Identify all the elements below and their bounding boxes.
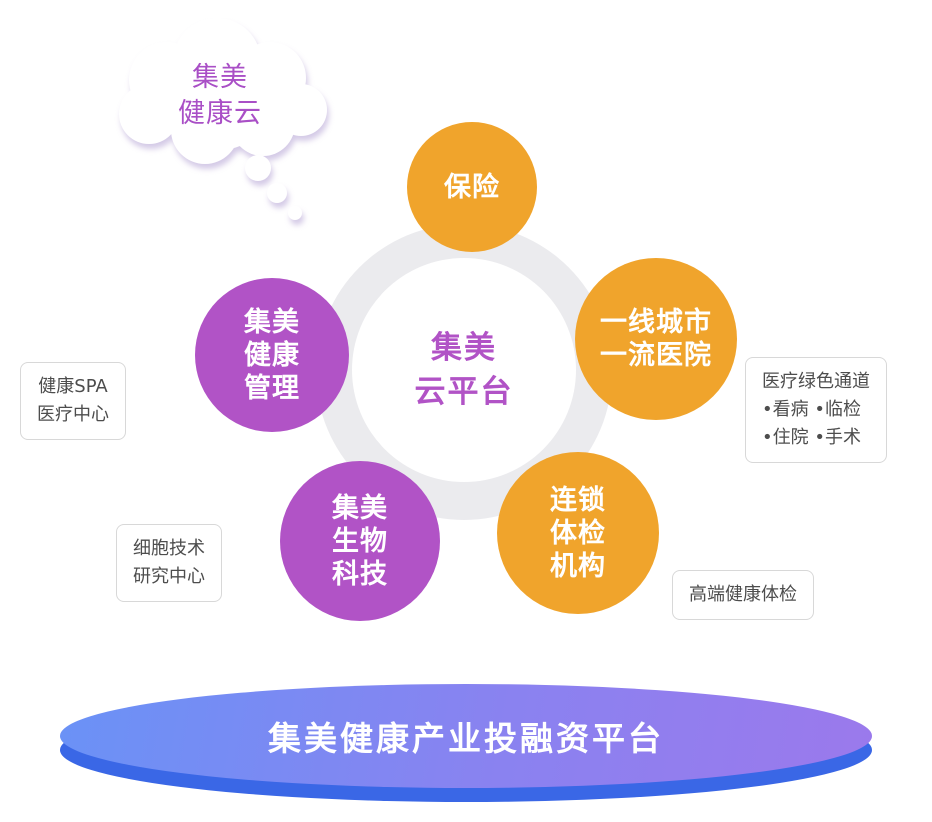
node-label-line: 健康 xyxy=(244,339,300,371)
hub-label-line: 云平台 xyxy=(414,374,514,410)
node-label-line: 体检 xyxy=(550,517,606,549)
node-label-line: 生物 xyxy=(332,525,388,557)
cloud-shape xyxy=(119,18,327,220)
cloud-puffs xyxy=(119,18,327,164)
hub-circle: 集美 云平台 xyxy=(352,258,576,482)
platform-banner: 集美健康产业投融资平台 xyxy=(60,684,872,804)
node-health-management-label: 集美 健康 管理 xyxy=(244,306,300,405)
node-label-line: 机构 xyxy=(550,550,606,582)
cloud-label: 集美 健康云 xyxy=(105,60,335,132)
callout-cell-research: 细胞技术 研究中心 xyxy=(116,524,222,602)
callout-spa-center: 健康SPA 医疗中心 xyxy=(20,362,126,440)
callout-line: 医疗中心 xyxy=(37,404,109,425)
cloud-trail-bubbles xyxy=(245,155,302,220)
thought-cloud: 集美 健康云 xyxy=(105,18,335,233)
callout-line: •看病 •临检 xyxy=(762,399,861,420)
node-insurance-label: 保险 xyxy=(444,171,500,204)
node-label-line: 科技 xyxy=(332,558,388,590)
cloud-label-line: 集美 xyxy=(192,62,248,93)
node-label-line: 连锁 xyxy=(550,484,606,516)
callout-line: 高端健康体检 xyxy=(689,584,797,605)
callout-premium-checkup: 高端健康体检 xyxy=(672,570,814,620)
node-label-line: 集美 xyxy=(332,492,388,524)
node-health-management: 集美 健康 管理 xyxy=(195,278,349,432)
node-label-line: 集美 xyxy=(244,306,300,338)
banner-surface: 集美健康产业投融资平台 xyxy=(60,684,872,788)
node-hospital-label: 一线城市 一流医院 xyxy=(600,306,712,372)
node-checkup-chain: 连锁 体检 机构 xyxy=(497,452,659,614)
callout-green-channel: 医疗绿色通道 •看病 •临检 •住院 •手术 xyxy=(745,357,887,463)
callout-line: 医疗绿色通道 xyxy=(762,371,870,392)
hub-label-line: 集美 xyxy=(431,330,497,366)
banner-label: 集美健康产业投融资平台 xyxy=(268,719,664,758)
node-label-line: 一流医院 xyxy=(600,340,712,371)
node-label-line: 一线城市 xyxy=(600,307,712,338)
callout-line: 细胞技术 xyxy=(133,538,205,559)
node-biotech-label: 集美 生物 科技 xyxy=(332,492,388,591)
node-label-line: 管理 xyxy=(244,372,300,404)
cloud-label-line: 健康云 xyxy=(178,98,262,129)
hub-label: 集美 云平台 xyxy=(415,326,514,414)
node-label-line: 保险 xyxy=(444,171,500,203)
node-insurance: 保险 xyxy=(407,122,537,252)
callout-line: •住院 •手术 xyxy=(762,427,861,448)
callout-line: 研究中心 xyxy=(133,566,205,587)
node-hospital: 一线城市 一流医院 xyxy=(575,258,737,420)
callout-line: 健康SPA xyxy=(38,376,108,397)
node-checkup-chain-label: 连锁 体检 机构 xyxy=(550,484,606,583)
node-biotech: 集美 生物 科技 xyxy=(280,461,440,621)
